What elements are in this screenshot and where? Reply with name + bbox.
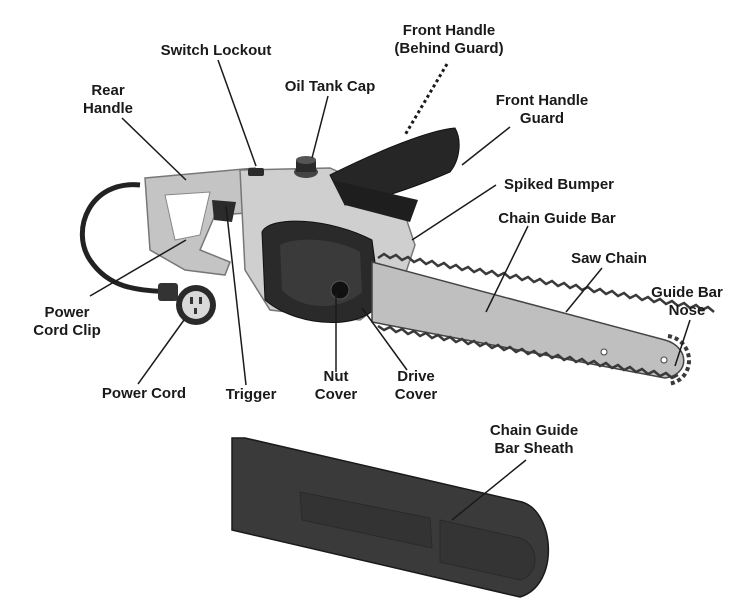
switch-lockout-button <box>248 168 264 176</box>
leader-spiked-bumper <box>411 184 497 241</box>
leader-lines <box>89 59 691 521</box>
leader-front-handle-guard <box>461 126 511 166</box>
leader-rear-handle <box>121 117 187 181</box>
power-cord-cable <box>79 182 171 295</box>
drive-cover-panel <box>280 239 362 307</box>
leader-chain-guide-bar <box>485 225 529 313</box>
label-front-handle-guard: Front Handle Guard <box>495 92 589 127</box>
label-guide-bar-nose: Guide Bar Nose <box>651 284 723 319</box>
label-sheath: Chain Guide Bar Sheath <box>489 422 579 457</box>
trigger-shape <box>212 200 236 222</box>
leader-oil-tank-cap <box>311 95 329 159</box>
label-front-handle: Front Handle (Behind Guard) <box>394 22 504 57</box>
label-nut-cover: Nut Cover <box>314 368 358 403</box>
saw-chain-bottom <box>377 324 679 380</box>
leader-guide-bar-nose <box>674 319 691 367</box>
label-oil-tank-cap: Oil Tank Cap <box>284 78 376 95</box>
leader-drive-cover <box>361 307 408 371</box>
label-chain-guide-bar: Chain Guide Bar <box>498 210 616 227</box>
rear-handle-hole <box>164 191 211 241</box>
leader-front-handle <box>403 63 449 136</box>
saw-chain-nose <box>667 334 691 386</box>
leader-saw-chain <box>565 267 603 313</box>
guide-bar-shape <box>371 261 685 379</box>
saw-chain-top <box>377 252 715 313</box>
power-plug <box>158 283 216 325</box>
leader-switch-lockout <box>217 59 257 167</box>
front-handle-guard-base <box>332 180 418 222</box>
label-power-cord: Power Cord <box>101 385 187 402</box>
label-trigger: Trigger <box>225 386 277 403</box>
oil-tank-cap <box>294 156 318 178</box>
leader-power-cord-clip <box>89 239 187 297</box>
leader-sheath <box>451 459 527 521</box>
label-power-cord-clip: Power Cord Clip <box>33 304 101 339</box>
label-rear-handle: Rear Handle <box>82 82 133 117</box>
leader-trigger <box>225 205 247 386</box>
label-switch-lockout: Switch Lockout <box>160 42 272 59</box>
nut-cover-shape <box>330 280 350 300</box>
label-spiked-bumper: Spiked Bumper <box>503 176 615 193</box>
label-drive-cover: Drive Cover <box>394 368 438 403</box>
sheath-end-cap <box>439 519 536 581</box>
guide-bar-nose-hole <box>660 356 668 364</box>
label-saw-chain: Saw Chain <box>571 250 647 267</box>
guide-bar-hole <box>600 348 608 356</box>
leader-power-cord <box>137 319 185 385</box>
sheath-inner-panel <box>299 491 433 549</box>
